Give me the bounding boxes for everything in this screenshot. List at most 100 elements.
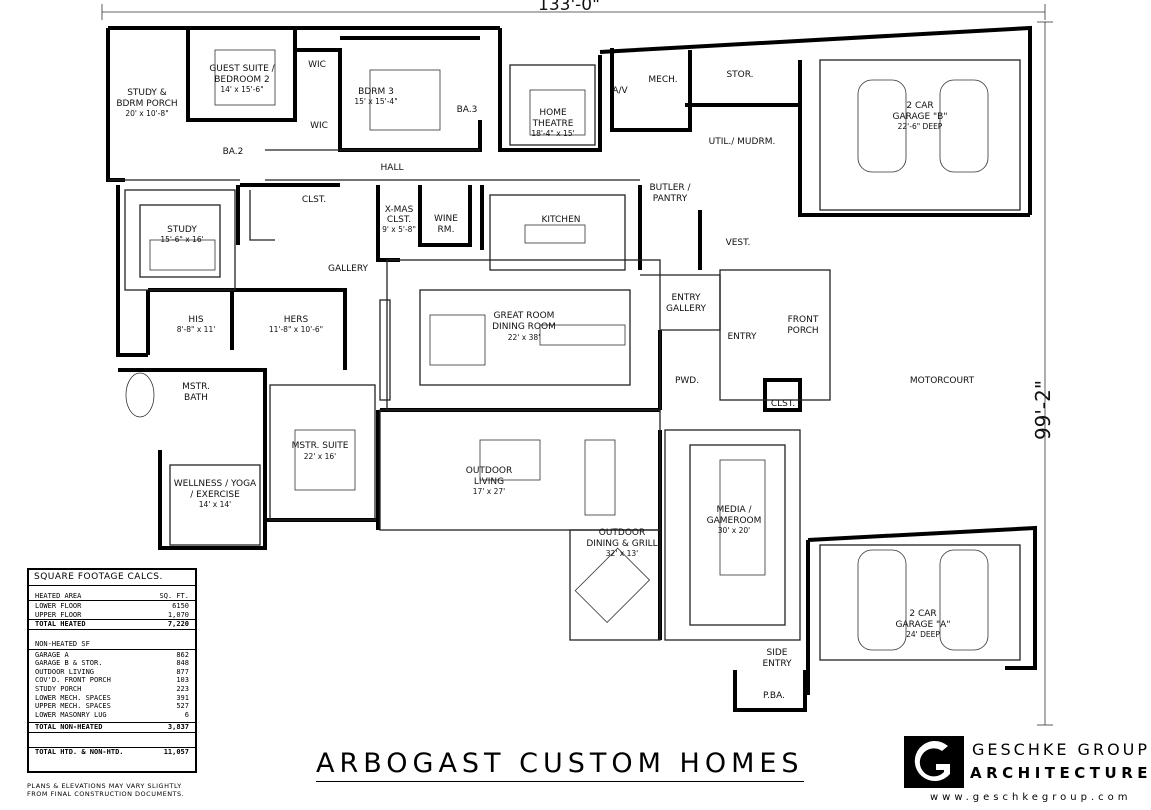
room-av: A/V bbox=[612, 86, 628, 96]
svg-text:GARAGE "B": GARAGE "B" bbox=[893, 112, 948, 122]
svg-text:LIVING: LIVING bbox=[474, 477, 504, 487]
svg-text:SIDE: SIDE bbox=[767, 648, 788, 658]
geschke-logo-icon bbox=[904, 736, 964, 788]
total-heated-row: TOTAL HEATED 7,220 bbox=[29, 619, 195, 630]
room-hers: HERS 11'-8" x 10'-6" bbox=[269, 315, 323, 334]
svg-text:RM.: RM. bbox=[438, 225, 455, 235]
svg-text:15' x 15'-4": 15' x 15'-4" bbox=[354, 97, 397, 106]
svg-text:GALLERY: GALLERY bbox=[328, 264, 369, 274]
svg-text:32' x 13': 32' x 13' bbox=[606, 549, 638, 558]
total-nonheated-row: TOTAL NON-HEATED 3,837 bbox=[29, 722, 195, 733]
svg-text:18'-4" x 15': 18'-4" x 15' bbox=[531, 129, 574, 138]
architect-subtitle: ARCHITECTURE bbox=[970, 764, 1151, 782]
sqft-row: LOWER FLOOR 6150 bbox=[35, 602, 189, 611]
room-great-room: GREAT ROOM DINING ROOM 22' x 38' bbox=[492, 311, 556, 342]
square-footage-table: SQUARE FOOTAGE CALCS. HEATED AREA SQ. FT… bbox=[27, 568, 197, 773]
svg-text:11'-8" x 10'-6": 11'-8" x 10'-6" bbox=[269, 325, 323, 334]
room-home-theatre: HOME THEATRE 18'-4" x 15' bbox=[531, 108, 574, 138]
svg-text:ENTRY: ENTRY bbox=[762, 659, 792, 669]
room-mstr-suite: MSTR. SUITE 22' x 16' bbox=[292, 441, 349, 461]
room-garage-a: 2 CAR GARAGE "A" 24' DEEP bbox=[896, 609, 951, 639]
room-media-gameroom: MEDIA / GAMEROOM 30' x 20' bbox=[707, 505, 762, 535]
garage-a-cars bbox=[857, 549, 989, 651]
room-mstr-bath: MSTR. BATH bbox=[182, 382, 210, 403]
room-outdoor-dining: OUTDOOR DINING & GRILL 32' x 13' bbox=[586, 528, 657, 558]
svg-text:MOTORCOURT: MOTORCOURT bbox=[910, 376, 975, 386]
svg-text:BDRM PORCH: BDRM PORCH bbox=[116, 99, 177, 109]
svg-text:BA.3: BA.3 bbox=[457, 105, 478, 115]
room-front-porch: FRONT PORCH bbox=[787, 315, 819, 336]
svg-text:VEST.: VEST. bbox=[726, 238, 751, 248]
sqft-row: UPPER MECH. SPACES 527 bbox=[35, 702, 189, 711]
svg-text:MSTR. SUITE: MSTR. SUITE bbox=[292, 441, 349, 451]
svg-text:UTIL./ MUDRM.: UTIL./ MUDRM. bbox=[709, 137, 776, 147]
room-outdoor-living: OUTDOOR LIVING 17' x 27' bbox=[466, 466, 513, 496]
architect-url: www.geschkegroup.com bbox=[930, 792, 1132, 803]
architect-name: GESCHKE GROUP bbox=[972, 740, 1151, 759]
room-entry-gallery: ENTRY GALLERY bbox=[666, 293, 707, 314]
room-butler-pantry: BUTLER / PANTRY bbox=[649, 183, 691, 204]
svg-text:ENTRY: ENTRY bbox=[671, 293, 701, 303]
room-guest-suite: GUEST SUITE / BEDROOM 2 14' x 15'-6" bbox=[209, 64, 275, 94]
disclaimer: PLANS & ELEVATIONS MAY VARY SLIGHTLY FRO… bbox=[27, 782, 185, 798]
svg-text:BUTLER /: BUTLER / bbox=[649, 183, 691, 193]
svg-text:ENTRY: ENTRY bbox=[727, 332, 757, 342]
room-xmas-clst: X-MAS CLST. 9' x 5'-8" bbox=[382, 205, 416, 234]
svg-text:A/V: A/V bbox=[612, 86, 628, 96]
svg-text:HERS: HERS bbox=[284, 315, 309, 325]
svg-text:CLST.: CLST. bbox=[771, 399, 795, 409]
sqft-row: LOWER MASONRY LUG 6 bbox=[35, 710, 189, 719]
room-his: HIS 8'-8" x 11' bbox=[177, 315, 216, 334]
room-clst-2: CLST. bbox=[771, 399, 795, 409]
svg-text:STUDY: STUDY bbox=[167, 225, 197, 235]
room-pwd: PWD. bbox=[675, 376, 699, 386]
nonheated-header-row: NON-HEATED SF bbox=[29, 640, 195, 650]
svg-text:GAMEROOM: GAMEROOM bbox=[707, 516, 762, 526]
sqft-row: COV'D. FRONT PORCH 103 bbox=[35, 676, 189, 685]
svg-text:STOR.: STOR. bbox=[726, 70, 753, 80]
room-pba: P.BA. bbox=[763, 691, 785, 701]
svg-text:22' x 16': 22' x 16' bbox=[304, 452, 336, 461]
svg-text:DINING & GRILL: DINING & GRILL bbox=[586, 539, 657, 549]
sqft-row: GARAGE B & STOR. 848 bbox=[35, 659, 189, 668]
svg-text:30' x 20': 30' x 20' bbox=[718, 526, 750, 535]
sqft-row: UPPER FLOOR 1,070 bbox=[35, 610, 189, 619]
svg-text:MECH.: MECH. bbox=[648, 75, 677, 85]
svg-text:WELLNESS / YOGA: WELLNESS / YOGA bbox=[174, 479, 257, 489]
svg-text:BATH: BATH bbox=[184, 393, 208, 403]
svg-text:PORCH: PORCH bbox=[787, 326, 818, 336]
svg-text:MEDIA /: MEDIA / bbox=[716, 505, 752, 515]
room-wellness-yoga: WELLNESS / YOGA / EXERCISE 14' x 14' bbox=[174, 479, 257, 509]
room-wine-rm: WINE RM. bbox=[434, 214, 458, 235]
room-wic-2: WIC bbox=[310, 121, 328, 131]
depth-dimension: 99'-2" bbox=[1031, 380, 1055, 440]
svg-text:GREAT ROOM: GREAT ROOM bbox=[494, 311, 555, 321]
svg-text:22'-6" DEEP: 22'-6" DEEP bbox=[898, 122, 943, 131]
room-clst: CLST. bbox=[302, 195, 326, 205]
sqft-row: OUTDOOR LIVING 877 bbox=[35, 667, 189, 676]
svg-text:2 CAR: 2 CAR bbox=[909, 609, 936, 619]
svg-text:OUTDOOR: OUTDOOR bbox=[466, 466, 513, 476]
room-gallery: GALLERY bbox=[328, 264, 369, 274]
sqft-row: STUDY PORCH 223 bbox=[35, 684, 189, 693]
svg-text:BA.2: BA.2 bbox=[223, 147, 244, 157]
svg-text:BEDROOM 2: BEDROOM 2 bbox=[214, 75, 270, 85]
room-study-bdrm-porch: STUDY & BDRM PORCH 20' x 10'-8" bbox=[116, 88, 177, 118]
svg-text:8'-8" x 11': 8'-8" x 11' bbox=[177, 325, 216, 334]
svg-text:P.BA.: P.BA. bbox=[763, 691, 785, 701]
svg-text:GALLERY: GALLERY bbox=[666, 304, 707, 314]
room-vest: VEST. bbox=[726, 238, 751, 248]
svg-text:WINE: WINE bbox=[434, 214, 458, 224]
svg-text:CLST.: CLST. bbox=[387, 215, 411, 225]
svg-text:14' x 14': 14' x 14' bbox=[199, 500, 231, 509]
svg-text:THEATRE: THEATRE bbox=[532, 119, 574, 129]
svg-text:HALL: HALL bbox=[381, 163, 404, 173]
svg-text:MSTR.: MSTR. bbox=[182, 382, 210, 392]
svg-text:9' x 5'-8": 9' x 5'-8" bbox=[382, 225, 416, 234]
room-side-entry: SIDE ENTRY bbox=[762, 648, 792, 669]
svg-text:GUEST SUITE /: GUEST SUITE / bbox=[209, 64, 275, 74]
room-garage-b: 2 CAR GARAGE "B" 22'-6" DEEP bbox=[893, 101, 948, 131]
heated-header-row: HEATED AREA SQ. FT. bbox=[29, 592, 195, 602]
grand-total-row: TOTAL HTD. & NON-HTD. 11,057 bbox=[29, 746, 195, 757]
